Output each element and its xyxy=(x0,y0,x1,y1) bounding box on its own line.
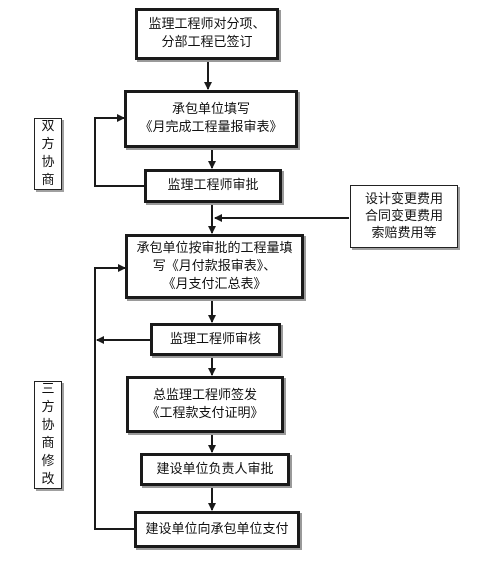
change-costs-box: 设计变更费用 合同变更费用 索赔费用等 xyxy=(350,185,458,248)
two-party-negotiation-label: 双方协商 xyxy=(41,119,55,188)
step-chief-engineer-issue-label: 总监理工程师签发 《工程款支付证明》 xyxy=(146,387,264,421)
step-engineer-review: 监理工程师审核 xyxy=(150,323,281,356)
step-engineer-approval-label: 监理工程师审批 xyxy=(167,178,259,193)
step-engineer-approval: 监理工程师审批 xyxy=(144,169,282,203)
step-owner-approval-label: 建设单位负责人审批 xyxy=(156,461,274,477)
three-party-revision-label: 三方协商修改 xyxy=(41,382,55,487)
step-owner-pays-contractor-label: 建设单位向承包单位支付 xyxy=(145,521,289,537)
two-party-negotiation-box: 双方协商 xyxy=(34,118,62,190)
loop-two-party xyxy=(94,114,144,187)
loop-three-party xyxy=(94,264,134,530)
change-costs-label: 设计变更费用 合同变更费用 索赔费用等 xyxy=(364,192,443,241)
step-fill-payment-forms: 承包单位按审批的工程量填 写《月付款报审表》、 《月支付汇总表》 xyxy=(125,234,304,299)
step-signed-off-label: 监理工程师对分项、 分部工程已签订 xyxy=(148,17,266,50)
three-party-revision-box: 三方协商修改 xyxy=(34,381,62,489)
step-owner-pays-contractor: 建设单位向承包单位支付 xyxy=(134,511,300,548)
step-fill-payment-forms-label: 承包单位按审批的工程量填 写《月付款报审表》、 《月支付汇总表》 xyxy=(136,240,293,292)
step-engineer-review-label: 监理工程师审核 xyxy=(169,331,261,347)
step-signed-off: 监理工程师对分项、 分部工程已签订 xyxy=(135,8,279,60)
step-chief-engineer-issue: 总监理工程师签发 《工程款支付证明》 xyxy=(126,376,284,433)
step-fill-monthly-report-label: 承包单位填写 《月完成工程量报审表》 xyxy=(139,102,283,135)
step-owner-approval: 建设单位负责人审批 xyxy=(140,453,290,486)
step-fill-monthly-report: 承包单位填写 《月完成工程量报审表》 xyxy=(124,90,298,148)
